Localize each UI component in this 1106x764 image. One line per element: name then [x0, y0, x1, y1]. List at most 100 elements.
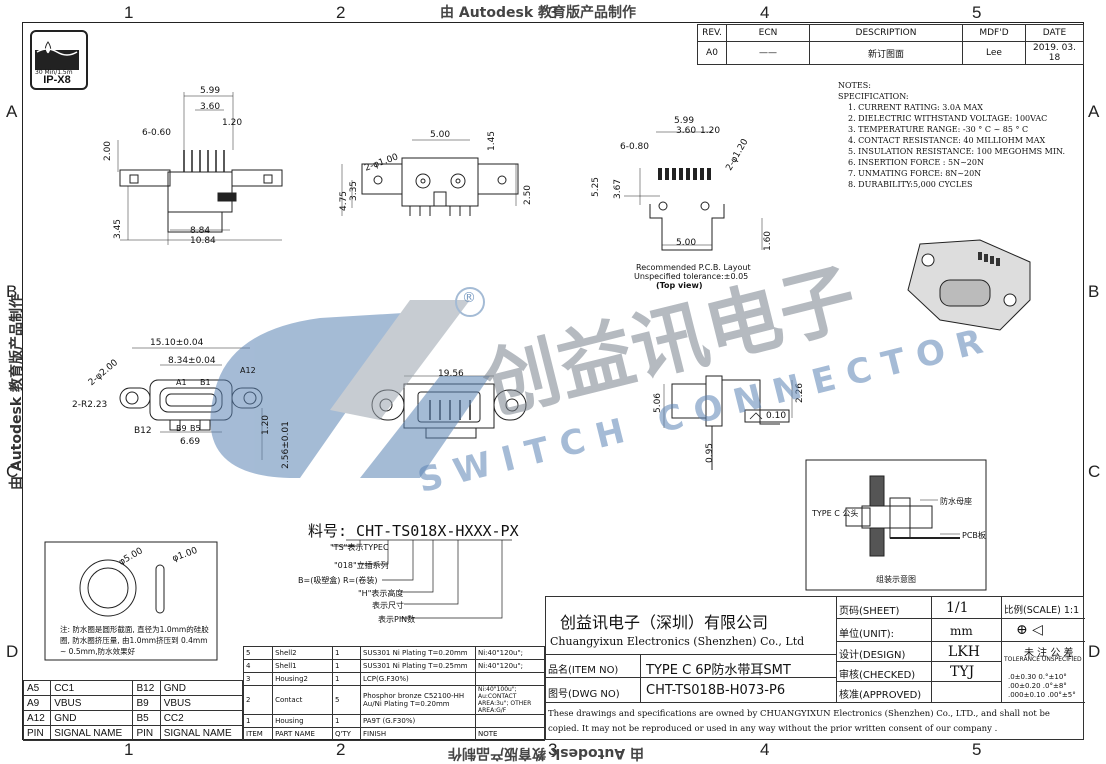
zone-left-A: A	[6, 102, 18, 121]
notes-spec: SPECIFICATION:	[838, 92, 909, 101]
pin-cell: GND	[159, 680, 244, 696]
bom-cell: 1	[331, 659, 362, 673]
bom-cell: 1	[331, 672, 362, 686]
dim-label: 1.20	[700, 126, 721, 136]
pin-cell: PIN	[132, 725, 161, 741]
zone-right-C: C	[1088, 462, 1101, 481]
pin-cell: A9	[22, 695, 52, 711]
dim-label: B5	[190, 424, 201, 433]
table-row: A12 GND B5 CC2	[22, 710, 244, 726]
pin-table: A5 CC1 B12 GND A9 VBUS B9 VBUS A12 GND B…	[22, 680, 244, 741]
pin-cell: B5	[132, 710, 161, 726]
dim-label: 15.10±0.04	[150, 338, 204, 348]
design-value: LKH	[948, 644, 980, 660]
dim-label: 1.60	[763, 230, 774, 252]
dim-label: 2.50	[523, 184, 534, 206]
table-row: A9 VBUS B9 VBUS	[22, 695, 244, 711]
design-label: 设计(DESIGN)	[839, 650, 906, 661]
pcb-caption-1: Recommended P.C.B. Layout	[636, 263, 751, 272]
note-item: 6. INSERTION FORCE : 5N~20N	[848, 158, 984, 167]
dim-label: 4.75	[339, 190, 350, 212]
dim-label: 5.25	[591, 176, 602, 198]
assembly-typec-label: TYPE C 公头	[812, 509, 859, 518]
dim-label: 5.00	[676, 238, 697, 248]
dim-label: A1	[176, 378, 187, 387]
dim-label: 0.10	[766, 411, 787, 421]
dim-label: 8.34±0.04	[168, 356, 216, 366]
dim-label: B9	[176, 424, 187, 433]
bom-cell: Ni:40"120u";	[475, 659, 545, 673]
zone-top-1: 1	[124, 3, 134, 22]
pin-cell: CC1	[50, 680, 134, 696]
part-code-label: 料号: CHT-TS018X-HXXX-PX	[308, 522, 519, 540]
revision-table: REV. ECN DESCRIPTION MDF'D DATE A0 —— 新订…	[697, 24, 1084, 65]
water-drop-icon	[35, 41, 79, 70]
zone-top-4: 4	[760, 3, 770, 22]
tolerance-title: 未 注 公 差	[1024, 648, 1074, 659]
bom-cell: 5	[331, 685, 362, 715]
sheet-value: 1/1	[946, 600, 969, 616]
bom-header: Q'TY	[331, 727, 362, 741]
pcb-caption-3: (Top view)	[656, 281, 703, 290]
bom-header: FINISH	[360, 727, 476, 741]
dim-label: 6.69	[180, 437, 201, 447]
dim-label: 3.67	[613, 178, 624, 200]
assembly-seat-label: 防水母座	[940, 497, 972, 506]
ipx8-logo: 30 Min/1.5m IP-X8	[30, 30, 88, 90]
pin-cell: B9	[132, 695, 161, 711]
bom-cell: Housing2	[272, 672, 333, 686]
bom-cell: 1	[331, 646, 362, 660]
dim-label: 8.84	[190, 226, 211, 236]
bom-cell: Contact	[272, 685, 333, 715]
dim-label: 3.60	[200, 102, 221, 112]
dim-label: 3.60	[676, 126, 697, 136]
table-row: 2 Contact 5 Phosphor bronze C52100-HH Au…	[242, 685, 545, 715]
bom-header: PART NAME	[272, 727, 333, 741]
pcb-caption-2: Unspecified tolerance:±0.05	[634, 272, 749, 281]
dim-label: 2.00	[103, 140, 114, 162]
bom-cell: 2	[242, 685, 274, 715]
bom-cell: SUS301 Ni Plating T=0.20mm	[360, 646, 476, 660]
disclaimer: These drawings and specifications are ow…	[548, 709, 1050, 734]
rev-cell-rev: A0	[697, 41, 727, 65]
zone-bottom-5: 5	[972, 740, 982, 759]
pin-cell: A12	[22, 710, 52, 726]
bom-cell: Shell1	[272, 659, 333, 673]
dim-label: 10.84	[190, 236, 216, 246]
company-name-cn: 创益讯电子（深圳）有限公司	[560, 613, 769, 632]
table-row: A5 CC1 B12 GND	[22, 680, 244, 696]
ipx8-sub: 30 Min/1.5m	[35, 69, 73, 76]
dim-label: 1.20	[222, 118, 243, 128]
part-code-line: 表示尺寸	[372, 601, 404, 610]
brand-watermark-graphic	[210, 287, 490, 479]
unit-value: mm	[950, 624, 973, 638]
zone-bottom-1: 1	[124, 740, 134, 759]
zone-bottom-2: 2	[336, 740, 346, 759]
company-name-en: Chuangyixun Electronics (Shenzhen) Co., …	[550, 635, 805, 648]
zone-right-A: A	[1088, 102, 1100, 121]
oring-note: 注: 防水圈是圆形截面, 直径为1.0mm的硅胶圈, 防水圈挤压量, 由1.0m…	[60, 625, 209, 656]
table-row: ITEM PART NAME Q'TY FINISH NOTE	[242, 727, 545, 741]
tolerance-line: .000±0.10 .00°±5°	[1008, 691, 1076, 699]
dim-label: 6-0.80	[620, 142, 650, 152]
dim-label: 5.99	[200, 86, 221, 96]
dim-label: 5.00	[430, 130, 451, 140]
note-item: 8. DURABILITY:5,000 CYCLES	[848, 180, 973, 189]
bom-cell: Ni:40"120u";	[475, 646, 545, 660]
bom-cell	[475, 714, 545, 728]
note-item: 7. UNMATING FORCE: 8N~20N	[848, 169, 982, 178]
part-code-line: B=(吸塑盒) R=(卷装)	[298, 576, 378, 585]
tolerance-sub: TOLERANCE UNSPECIFIED	[1004, 656, 1082, 663]
bom-table: 5 Shell2 1 SUS301 Ni Plating T=0.20mm Ni…	[242, 646, 545, 741]
note-item: 1. CURRENT RATING: 3.0A MAX	[848, 103, 983, 112]
dim-label: 3.45	[113, 218, 124, 240]
table-row: PIN SIGNAL NAME PIN SIGNAL NAME	[22, 725, 244, 741]
note-item: 4. CONTACT RESISTANCE: 40 MILLIOHM MAX	[848, 136, 1046, 145]
note-item: 2. DIELECTRIC WITHSTAND VOLTAGE: 100VAC	[848, 114, 1048, 123]
bom-cell: Ni:40"100u"; Au:CONTACT AREA:3u"; OTHER …	[475, 685, 545, 715]
part-code-line: "018"立插系列	[334, 561, 389, 570]
table-row: 1 Housing 1 PA9T (G.F30%)	[242, 714, 545, 728]
rev-cell-ecn: ——	[726, 41, 810, 65]
bom-cell: PA9T (G.F30%)	[360, 714, 476, 728]
